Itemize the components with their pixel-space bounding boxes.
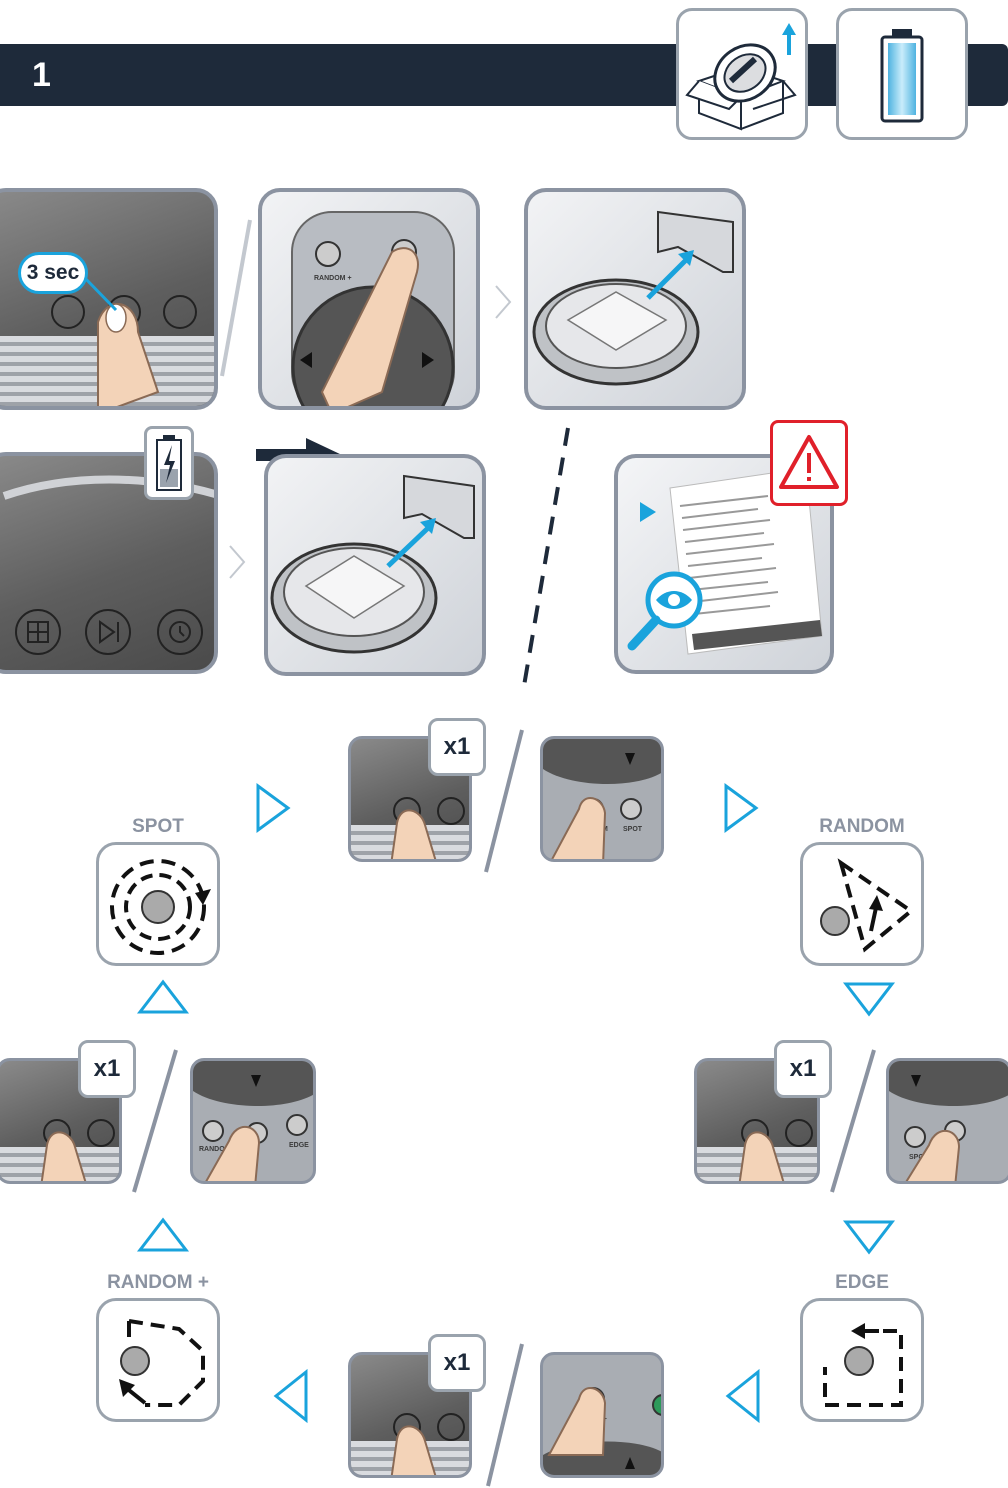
unpack-robot-icon-box xyxy=(676,8,808,140)
hold-duration-label: 3 sec xyxy=(18,252,88,294)
mode-label-random: RANDOM xyxy=(800,816,924,838)
mode-spot-icon-box xyxy=(96,842,220,966)
dashed-divider xyxy=(516,424,576,690)
clock-icon xyxy=(164,296,196,328)
panel-remote-press-left: RANDOM EDGE xyxy=(190,1058,316,1184)
random-pattern-icon xyxy=(803,845,921,963)
slash-divider-4 xyxy=(824,1046,880,1196)
edge-pattern-icon xyxy=(803,1301,921,1419)
panel-remote-press-top: DM SPOT xyxy=(540,736,664,862)
chevron-right-icon-2 xyxy=(226,542,250,582)
panel-remote-press-bottom: M + xyxy=(540,1352,664,1478)
battery-icon xyxy=(839,11,965,137)
triangle-down-icon xyxy=(842,980,896,1020)
triangle-right-icon xyxy=(254,782,294,834)
battery-icon-box xyxy=(836,8,968,140)
triangle-up-icon-2 xyxy=(136,1216,190,1256)
battery-charging-icon xyxy=(147,429,191,497)
triangle-left-icon-2 xyxy=(722,1368,762,1424)
panel-remote-press: RANDOM + xyxy=(258,188,480,410)
mode-random-icon-box xyxy=(800,842,924,966)
triangle-up-icon xyxy=(136,978,190,1018)
remote-label-spot: SPOT xyxy=(623,826,643,833)
warning-icon xyxy=(773,423,845,503)
slash-divider-2 xyxy=(478,726,528,876)
mode-label-spot: SPOT xyxy=(96,816,220,838)
mode-random-plus-icon-box xyxy=(96,1298,220,1422)
mode-edge-icon-box xyxy=(800,1298,924,1422)
triangle-down-icon-2 xyxy=(842,1218,896,1258)
step-number: 1 xyxy=(32,50,51,100)
panel-robot-hold-button xyxy=(0,188,218,410)
random-plus-pattern-icon xyxy=(99,1301,217,1419)
panel-robot-docking xyxy=(264,454,486,676)
box-unpack-icon xyxy=(679,11,805,137)
spot-pattern-icon xyxy=(99,845,217,963)
remote-label-random-plus: RANDOM + xyxy=(314,275,352,282)
triangle-right-icon-2 xyxy=(722,782,762,834)
mode-label-edge: EDGE xyxy=(800,1272,924,1294)
grid-icon xyxy=(52,296,84,328)
slash-divider-3 xyxy=(126,1046,182,1196)
slash-divider xyxy=(216,218,256,378)
triangle-left-icon xyxy=(270,1368,310,1424)
slash-divider-5 xyxy=(478,1340,528,1488)
chevron-right-icon xyxy=(492,282,516,322)
panel-robot-to-dock xyxy=(524,188,746,410)
remote-label-edge: EDGE xyxy=(289,1142,309,1149)
warning-badge xyxy=(770,420,848,506)
mode-label-random-plus: RANDOM + xyxy=(86,1272,230,1294)
panel-remote-press-right: SPOT xyxy=(886,1058,1008,1184)
battery-charging-badge xyxy=(144,426,194,500)
